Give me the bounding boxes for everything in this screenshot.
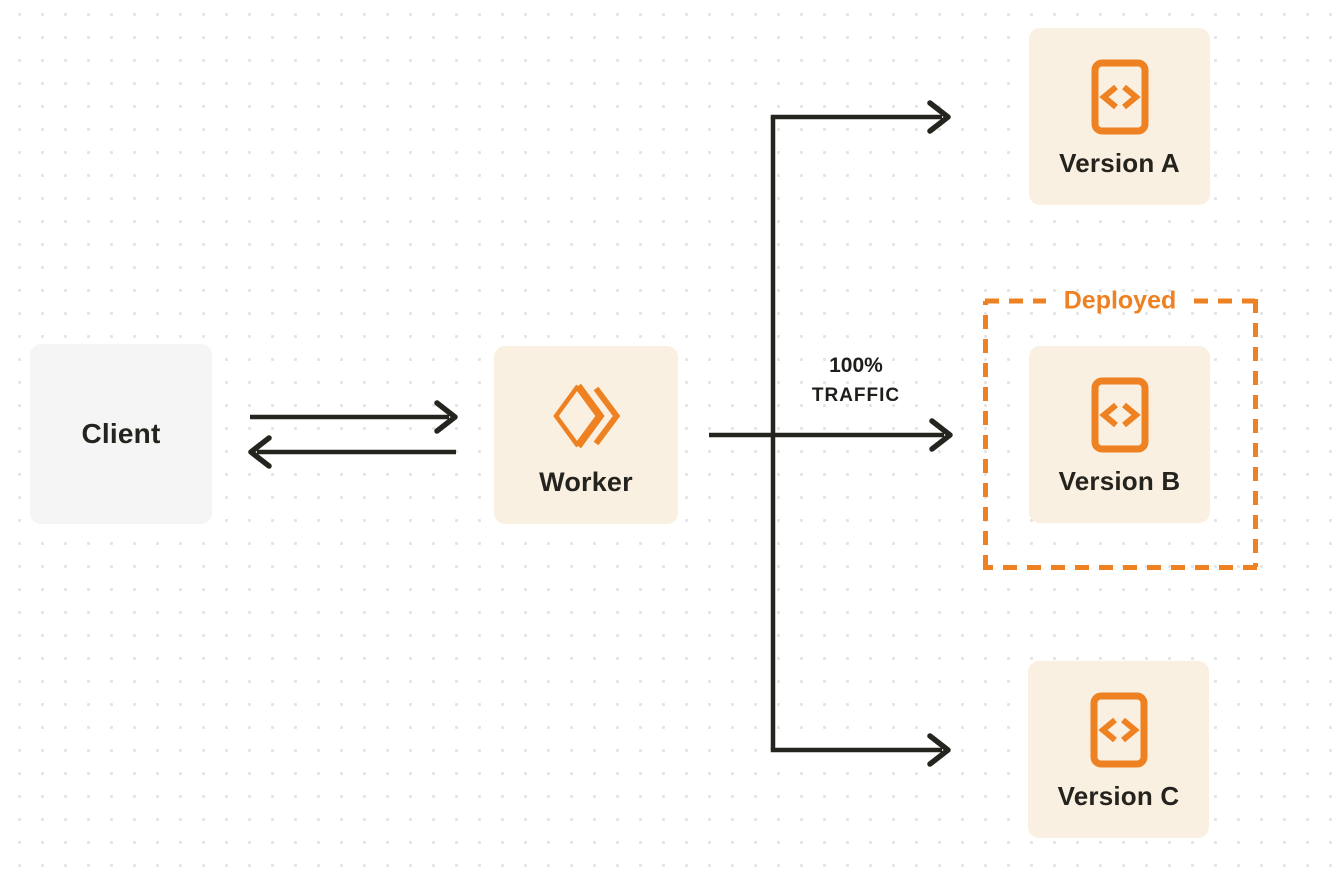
client-node: Client: [30, 344, 212, 524]
traffic-annotation: 100% TRAFFIC: [812, 351, 900, 411]
arrow-worker-to-client: [248, 435, 456, 469]
worker-node: Worker: [494, 346, 678, 524]
traffic-percent-text: 100%: [829, 354, 883, 377]
traffic-word-text: TRAFFIC: [811, 385, 901, 406]
version-b-label: Version B: [1058, 465, 1181, 496]
workers-icon-mid-chevron: [574, 383, 605, 448]
workers-icon-right-chevron: [593, 386, 621, 445]
arrow-to-version-b: [773, 418, 953, 452]
version-b-node: Version B: [1029, 346, 1210, 523]
version-c-node: Version C: [1028, 661, 1209, 838]
code-file-icon: [1091, 377, 1148, 452]
client-label: Client: [81, 418, 161, 449]
arrow-to-version-a: [770, 100, 951, 134]
version-c-label: Version C: [1057, 780, 1180, 811]
branch-trunk-line: [709, 117, 776, 750]
version-a-label: Version A: [1059, 147, 1180, 178]
arrow-client-to-worker: [250, 400, 458, 434]
workers-double-chevron-icon: [553, 383, 621, 448]
code-file-icon: [1090, 692, 1147, 767]
deployed-label: Deployed: [1063, 286, 1177, 315]
code-file-icon: [1091, 59, 1148, 134]
version-a-node: Version A: [1029, 28, 1210, 205]
worker-label: Worker: [539, 466, 633, 497]
workers-icon-left-bracket: [553, 384, 580, 447]
arrow-to-version-c: [770, 733, 951, 767]
